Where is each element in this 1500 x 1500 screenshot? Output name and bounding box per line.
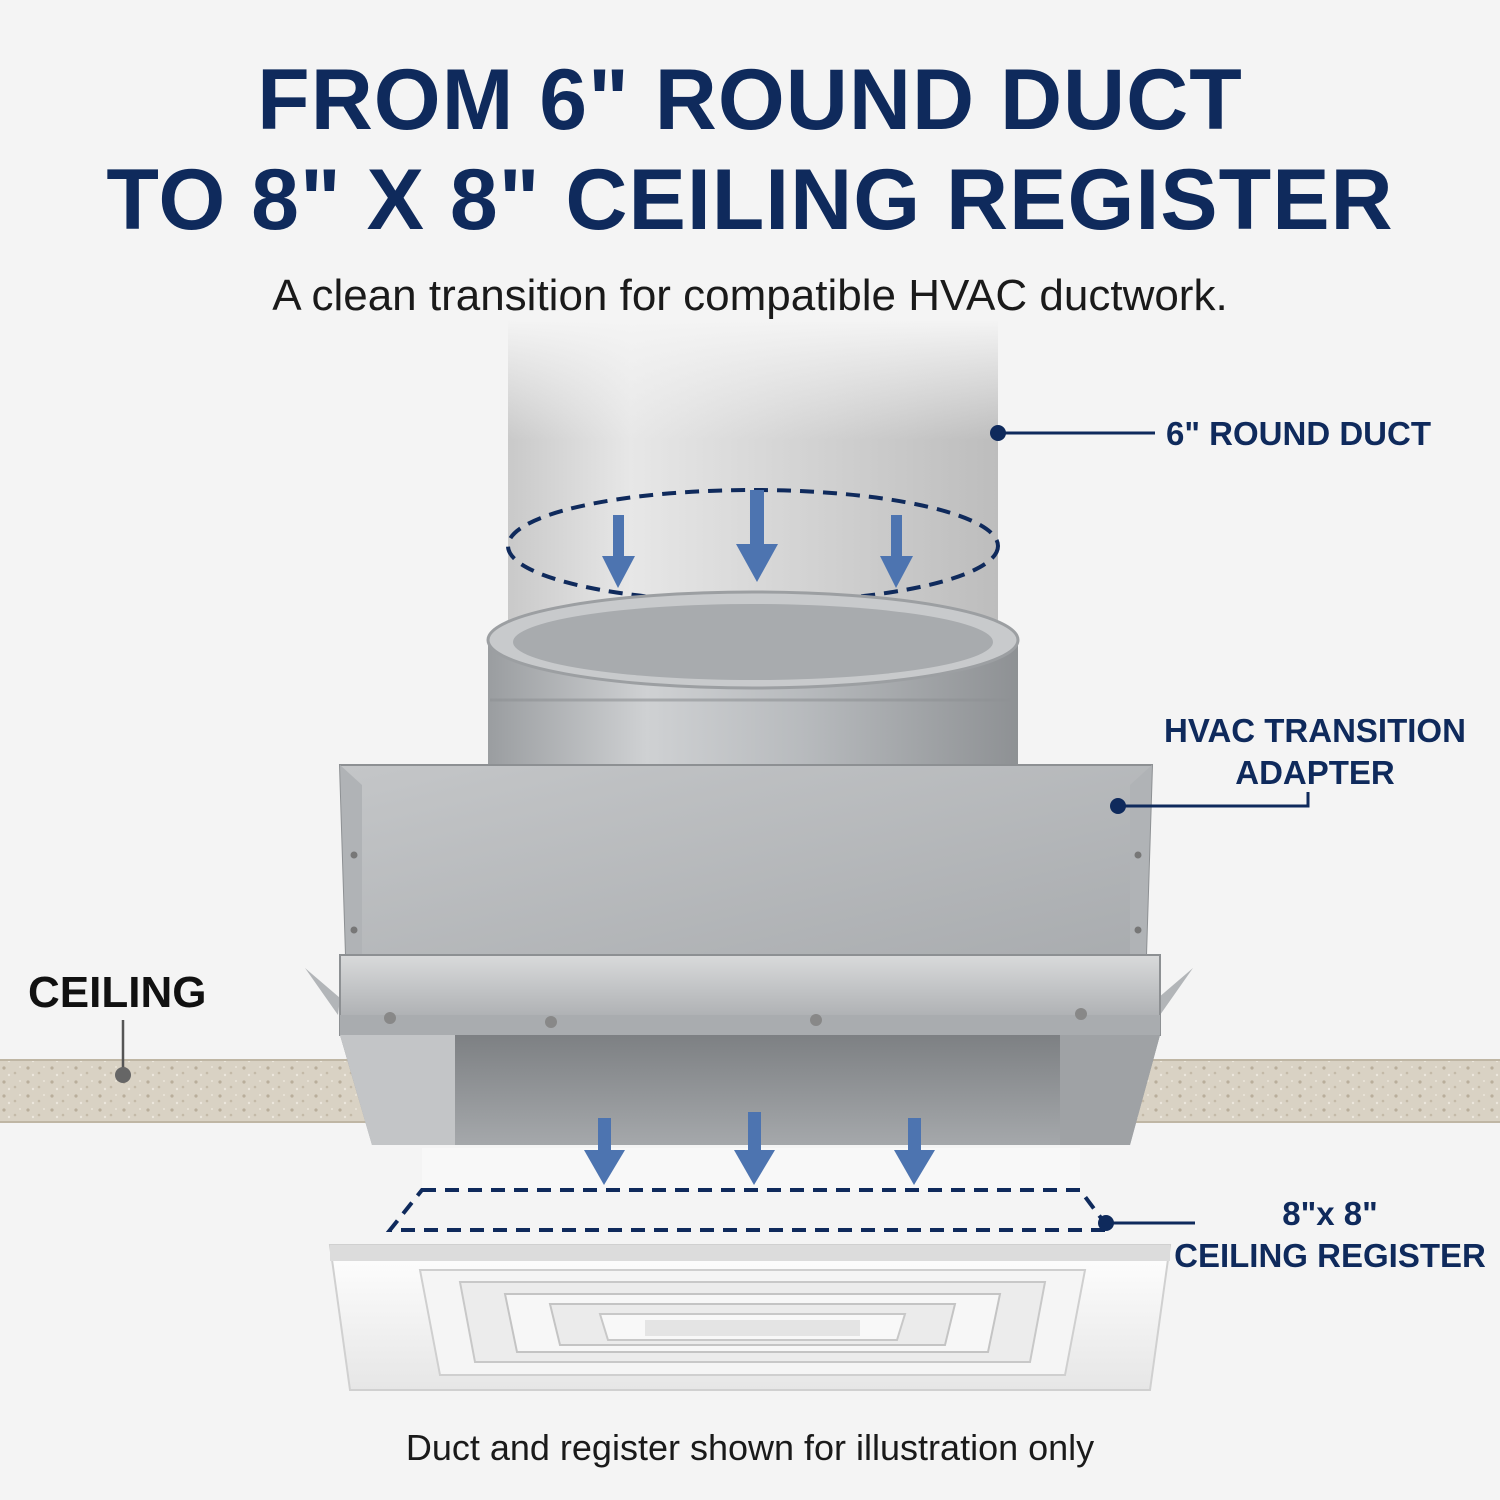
arrow-down-icon	[584, 1118, 625, 1185]
heading-line-2: TO 8" X 8" CEILING REGISTER	[106, 152, 1394, 248]
callout-dot-ceiling	[115, 1067, 131, 1083]
callout-label-adapter-line2: ADAPTER	[1235, 754, 1395, 791]
airflow-arrows-top	[602, 490, 913, 588]
airflow-arrows-bottom	[584, 1112, 935, 1185]
callout-label-register-line1: 8"x 8"	[1282, 1195, 1378, 1232]
round-duct	[506, 320, 1000, 620]
callout-label-register: 8"x 8" CEILING REGISTER	[1160, 1193, 1500, 1277]
arrow-down-icon	[880, 515, 913, 588]
register-dashed-outline	[385, 1188, 1114, 1232]
adapter-box	[338, 764, 1154, 960]
arrow-down-icon	[602, 515, 635, 588]
arrow-down-icon	[894, 1118, 935, 1185]
callout-label-ceiling: CEILING	[28, 968, 207, 1017]
callout-dot-duct	[990, 425, 1006, 441]
arrow-down-icon	[734, 1112, 775, 1185]
adapter-flange	[305, 954, 1193, 1145]
callout-label-adapter: HVAC TRANSITION ADAPTER	[1120, 710, 1500, 794]
arrow-down-icon	[736, 490, 778, 582]
ceiling-register	[328, 1148, 1172, 1391]
callout-label-round-duct: 6" ROUND DUCT	[1166, 415, 1431, 452]
callout-lines	[998, 431, 1310, 1225]
callout-dot-adapter	[1110, 798, 1126, 814]
callout-dot-register	[1098, 1215, 1114, 1231]
subtitle: A clean transition for compatible HVAC d…	[272, 271, 1228, 320]
callout-label-register-line2: CEILING REGISTER	[1174, 1237, 1486, 1274]
callout-line-adapter	[1118, 792, 1310, 808]
heading-line-1: FROM 6" ROUND DUCT	[257, 52, 1243, 148]
footnote: Duct and register shown for illustration…	[405, 1427, 1095, 1468]
adapter-collar	[486, 590, 1020, 780]
callout-label-adapter-line1: HVAC TRANSITION	[1164, 712, 1466, 749]
